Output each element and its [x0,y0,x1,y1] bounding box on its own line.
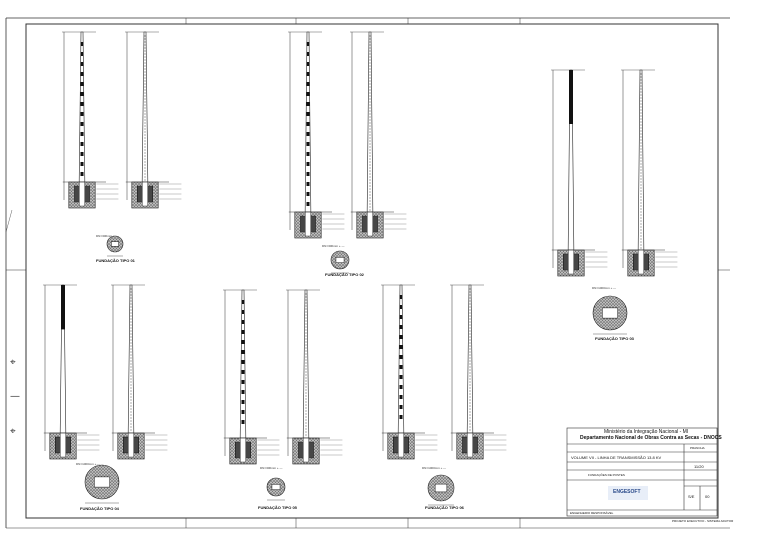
pole-elevation [350,31,407,239]
crosshair-icon: ⌖ [10,357,16,368]
pole-elevation [551,69,608,277]
pole-elevation [62,31,119,209]
foundation-caption-3: FUNDAÇÃO TIPO 03 [595,336,634,341]
foundation-section-2: DN=300mm + --- [322,244,345,248]
bottom-note: PROJETO EXECUTIVO - SISTEMA ADUTOR [672,519,734,523]
foundation-section-3: DN=1000mm + --- [592,286,617,290]
foundation-plan [592,295,628,335]
pole-elevation [111,284,168,460]
crosshair-icon: ⌖ [10,426,16,437]
company-logo: ENGESOFT [613,489,641,495]
foundation-plan [427,474,455,506]
pole-elevation [381,284,438,460]
ministry-title: Ministério da Integração Nacional - MI [604,429,689,435]
pole-elevation [450,284,507,460]
sheet-subtitle: FUNDAÇÕES DE POSTES [588,473,625,477]
pole-elevation [621,69,678,277]
foundation-plan [266,477,286,501]
foundation-caption-4: FUNDAÇÃO TIPO 04 [80,506,119,511]
pole-elevation [43,284,100,460]
sheet-number: 11/20 [694,464,704,469]
foundation-caption-2: FUNDAÇÃO TIPO 02 [325,272,364,277]
foundation-section-5: DN=300mm + --- [260,466,283,470]
pole-elevation [125,31,182,209]
pole-drawings [43,31,678,506]
title-block-footer: ENGENHEIRO RESPONSÁVEL [570,511,614,515]
foundation-section-6: DN=1000mm + --- [422,466,447,470]
title-block [566,427,718,519]
foundation-plan [330,250,350,274]
department-title: Departamento Nacional de Obras Contra as… [580,435,722,441]
foundation-caption-1: FUNDAÇÃO TIPO 01 [96,258,135,263]
sheet-number-label: PRANCHA [690,446,705,450]
foundation-plan [106,235,124,257]
foundation-plan [84,464,120,504]
pole-elevation [286,289,343,465]
foundation-section-4: DN=1000mm + --- [76,462,101,466]
foundation-section-1: DN=300mm + --- [96,234,119,238]
sheet-scale: S/E [688,494,695,499]
dash-icon: — [10,391,20,402]
pole-elevation [288,31,345,239]
pole-elevation [223,289,280,465]
foundation-caption-6: FUNDAÇÃO TIPO 06 [425,505,464,510]
sheet-revision: 00 [705,494,710,499]
sheet-border [5,17,730,529]
foundation-caption-5: FUNDAÇÃO TIPO 05 [258,505,297,510]
volume-title: VOLUME VII - LINHA DE TRANSMISSÃO 13.8 K… [571,455,662,460]
